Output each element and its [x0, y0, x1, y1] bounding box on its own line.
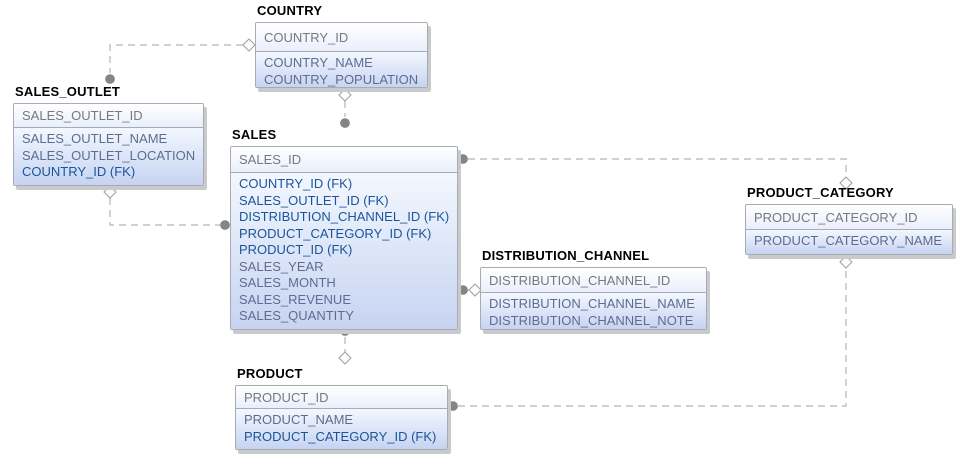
attribute-row[interactable]: SALES_QUANTITY: [239, 308, 354, 323]
entity-title-distribution_channel[interactable]: DISTRIBUTION_CHANNEL: [482, 248, 650, 263]
relationship-line[interactable]: [109, 44, 243, 73]
relationship-country-sales_outlet[interactable]: [105, 38, 256, 84]
relationship-line[interactable]: [109, 198, 220, 226]
attribute-row[interactable]: PRODUCT_CATEGORY_ID (FK): [244, 428, 437, 444]
entity-title-sales[interactable]: SALES: [232, 127, 277, 142]
attribute-row[interactable]: COUNTRY_NAME: [264, 55, 373, 70]
attribute-list-sales: COUNTRY_ID (FK)SALES_OUTLET_ID (FK)DISTR…: [231, 173, 457, 329]
attribute-row[interactable]: COUNTRY_ID (FK): [22, 164, 136, 179]
entity-product_category[interactable]: PRODUCT_CATEGORY_ID PRODUCT_CATEGORY_NAME: [745, 204, 953, 255]
one-end-diamond-icon: [839, 255, 853, 269]
many-end-dot-icon: [448, 401, 458, 411]
attribute-row[interactable]: DISTRIBUTION_CHANNEL_NAME: [489, 296, 695, 311]
primary-key-sales[interactable]: SALES_ID: [231, 147, 457, 173]
attribute-row[interactable]: COUNTRY_ID (FK): [239, 176, 353, 191]
relationship-line[interactable]: [468, 158, 847, 176]
many-end-dot-icon: [458, 154, 468, 164]
attribute-row[interactable]: SALES_YEAR: [239, 258, 324, 274]
entity-title-product_category[interactable]: PRODUCT_CATEGORY: [747, 185, 894, 200]
primary-key-product[interactable]: PRODUCT_ID: [236, 386, 447, 409]
attribute-row[interactable]: SALES_OUTLET_ID (FK): [239, 192, 389, 208]
entity-title-sales_outlet[interactable]: SALES_OUTLET: [15, 84, 120, 99]
attribute-row[interactable]: PRODUCT_NAME: [244, 412, 354, 427]
many-end-dot-icon: [340, 118, 350, 128]
entity-title-country[interactable]: COUNTRY: [257, 3, 323, 18]
attribute-row[interactable]: SALES_OUTLET_LOCATION: [22, 147, 196, 163]
attribute-row[interactable]: COUNTRY_POPULATION: [264, 71, 419, 87]
attribute-row[interactable]: DISTRIBUTION_CHANNEL_ID (FK): [239, 209, 450, 224]
relationship-line[interactable]: [458, 268, 847, 407]
relationship-sales-product[interactable]: [338, 326, 352, 365]
attribute-row[interactable]: PRODUCT_ID (FK): [239, 242, 353, 257]
attribute-row[interactable]: SALES_REVENUE: [239, 291, 351, 307]
primary-key-sales_outlet[interactable]: SALES_OUTLET_ID: [14, 104, 203, 128]
attribute-row[interactable]: SALES_MONTH: [239, 275, 336, 290]
relationship-sales-distribution_channel[interactable]: [458, 283, 482, 297]
primary-key-country[interactable]: COUNTRY_ID: [256, 23, 427, 52]
entity-title-product[interactable]: PRODUCT: [237, 366, 303, 381]
many-end-dot-icon: [458, 285, 468, 295]
one-end-diamond-icon: [103, 185, 117, 199]
one-end-diamond-icon: [338, 351, 352, 365]
attribute-row[interactable]: PRODUCT_CATEGORY_NAME: [754, 233, 943, 248]
attribute-row[interactable]: SALES_OUTLET_NAME: [22, 131, 168, 146]
relationship-sales-product_category[interactable]: [458, 154, 853, 190]
attribute-list-product_category: PRODUCT_CATEGORY_NAME: [746, 230, 952, 254]
many-end-dot-icon: [105, 74, 115, 84]
many-end-dot-icon: [220, 220, 230, 230]
one-end-diamond-icon: [242, 38, 256, 52]
relationship-sales_outlet-sales[interactable]: [103, 185, 230, 230]
attribute-row[interactable]: DISTRIBUTION_CHANNEL_NOTE: [489, 312, 694, 328]
one-end-diamond-icon: [338, 88, 352, 102]
primary-key-product_category[interactable]: PRODUCT_CATEGORY_ID: [746, 205, 952, 230]
attribute-row[interactable]: PRODUCT_CATEGORY_ID (FK): [239, 225, 432, 241]
primary-key-distribution_channel[interactable]: DISTRIBUTION_CHANNEL_ID: [481, 268, 706, 293]
relationship-country-sales[interactable]: [338, 88, 352, 128]
